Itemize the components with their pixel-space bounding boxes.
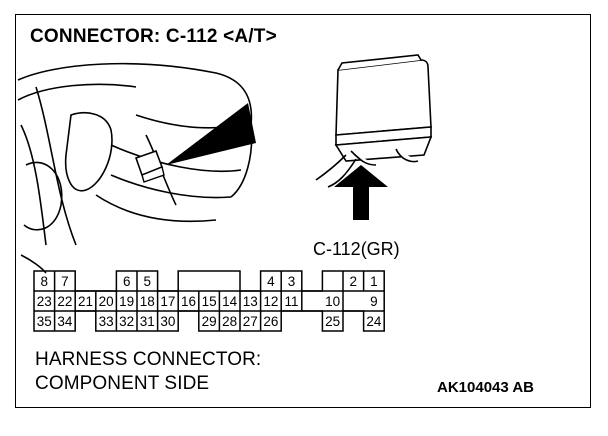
pin-label: 34 bbox=[57, 314, 73, 329]
pin-label: 19 bbox=[119, 294, 134, 309]
pin-label: 2 bbox=[350, 274, 358, 289]
pin-label: 3 bbox=[288, 274, 296, 289]
ecu-module-drawing bbox=[315, 54, 433, 188]
pin-grid bbox=[33, 270, 385, 332]
pin-label: 21 bbox=[78, 294, 93, 309]
pin-label: 12 bbox=[263, 294, 278, 309]
pin-label: 14 bbox=[222, 294, 238, 309]
pin-label: 33 bbox=[99, 314, 114, 329]
pin-label: 9 bbox=[370, 294, 378, 309]
up-arrow-icon bbox=[334, 165, 388, 220]
pin-label: 8 bbox=[41, 274, 49, 289]
pin-label: 17 bbox=[160, 294, 175, 309]
pin-label: 27 bbox=[243, 314, 258, 329]
pin-label: 31 bbox=[140, 314, 155, 329]
harness-label-line1: HARNESS CONNECTOR: bbox=[35, 349, 262, 370]
dash-connector-icon bbox=[134, 149, 165, 183]
diagram-title: CONNECTOR: C-112 <A/T> bbox=[30, 26, 277, 47]
pin-label: 25 bbox=[325, 314, 340, 329]
pin-label: 20 bbox=[99, 294, 114, 309]
pin-label: 15 bbox=[202, 294, 217, 309]
pin-label: 30 bbox=[160, 314, 175, 329]
pin-label: 4 bbox=[267, 274, 275, 289]
pin-label: 26 bbox=[263, 314, 278, 329]
dashboard-drawing bbox=[17, 62, 253, 274]
pin-label: 5 bbox=[144, 274, 152, 289]
pin-label: 24 bbox=[366, 314, 382, 329]
pin-label: 10 bbox=[325, 294, 340, 309]
pin-label: 28 bbox=[222, 314, 237, 329]
figure-code: AK104043 AB bbox=[437, 379, 534, 396]
diagram-frame: CONNECTOR: C-112 <A/T> bbox=[15, 14, 591, 408]
connector-id-label: C-112(GR) bbox=[313, 239, 400, 259]
pointer-wedge bbox=[166, 103, 256, 165]
pin-label: 23 bbox=[37, 294, 52, 309]
harness-label-line2: COMPONENT SIDE bbox=[35, 373, 210, 394]
pin-label: 11 bbox=[284, 294, 298, 309]
pin-label: 13 bbox=[243, 294, 258, 309]
pin-label: 16 bbox=[181, 294, 196, 309]
location-illustration bbox=[17, 54, 433, 274]
pin-label: 7 bbox=[61, 274, 69, 289]
pin-label: 29 bbox=[202, 314, 217, 329]
pin-label: 32 bbox=[119, 314, 134, 329]
pin-label: 18 bbox=[140, 294, 155, 309]
pin-label: 1 bbox=[370, 274, 378, 289]
pin-label: 6 bbox=[123, 274, 131, 289]
pin-label: 35 bbox=[37, 314, 52, 329]
pin-label: 22 bbox=[57, 294, 72, 309]
